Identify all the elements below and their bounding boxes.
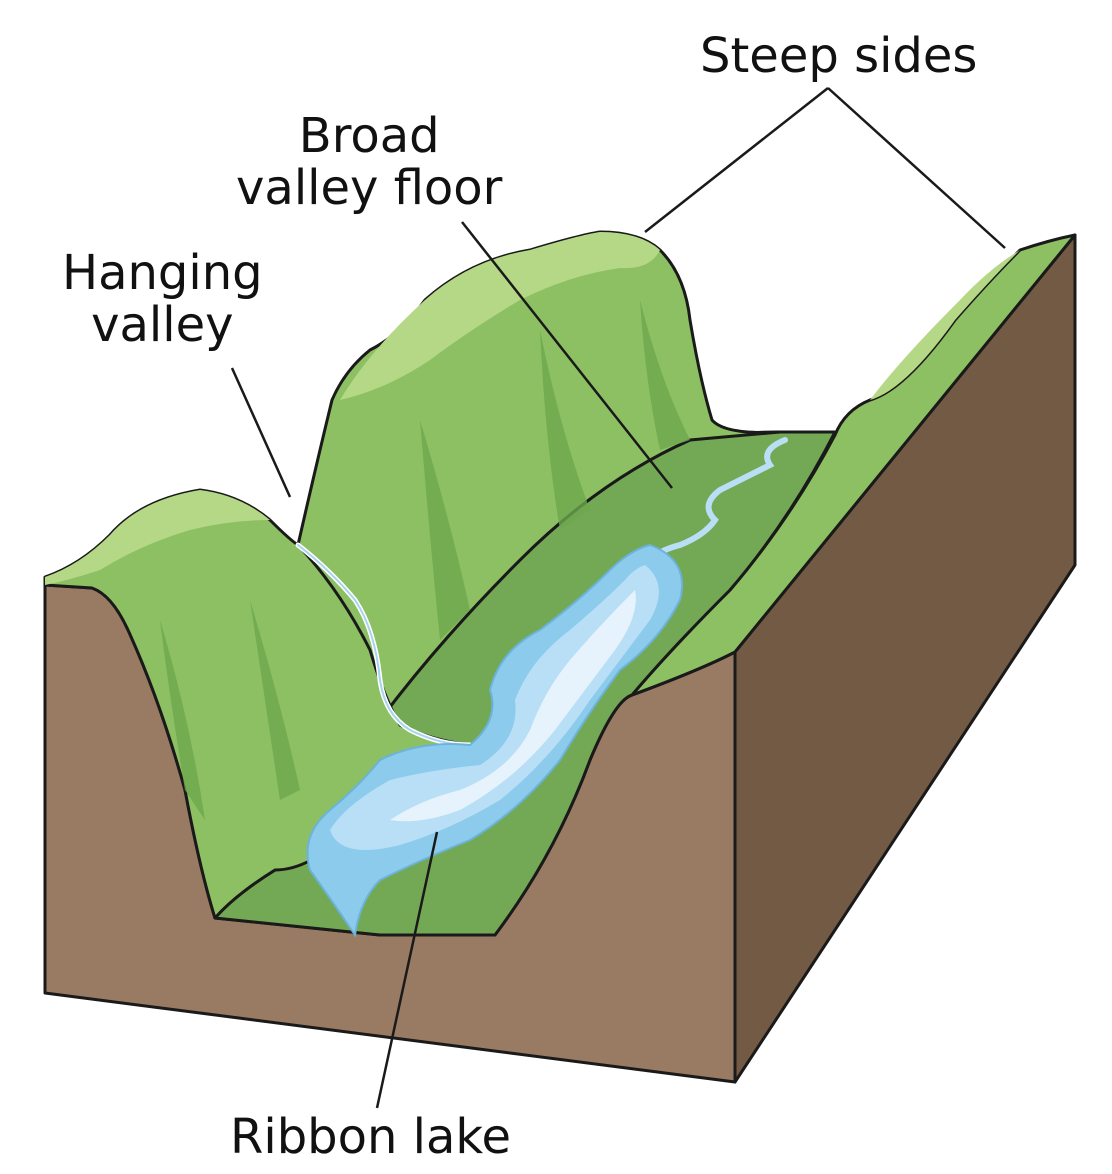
ribbon-lake-leader [375, 831, 439, 1109]
hanging-valley-line-1: Hanging [62, 245, 263, 301]
river [647, 437, 788, 563]
leader-lines [230, 87, 1006, 1109]
ribbon-lake-label: Ribbon lake [230, 1111, 511, 1163]
broad-valley-floor-line-1: Broad [298, 108, 440, 164]
hanging-valley-leader [230, 367, 292, 498]
front-left-hill-shading [160, 600, 300, 820]
broad-valley-floor-label: Broad valley floor [236, 110, 502, 214]
broad-valley-floor-leader [461, 221, 673, 489]
right-wall-highlight [870, 250, 1020, 400]
back-mountain-shading [420, 300, 690, 640]
hanging-valley-line-2: valley [91, 297, 234, 353]
front-left-hill-highlight [45, 490, 270, 585]
ribbon-lake-mid [330, 565, 659, 850]
broad-valley-floor-line-2: valley floor [236, 160, 503, 216]
back-mountain-highlight [340, 232, 660, 400]
steep-sides-leader-left [644, 87, 829, 233]
steep-sides-leader-right [827, 87, 1006, 249]
hanging-valley-stream-inner [297, 544, 471, 746]
steep-sides-label: Steep sides [700, 30, 977, 82]
steep-sides-text: Steep sides [700, 28, 978, 84]
hanging-valley-label: Hanging valley [62, 247, 263, 351]
ribbon-lake-text: Ribbon lake [230, 1109, 512, 1165]
